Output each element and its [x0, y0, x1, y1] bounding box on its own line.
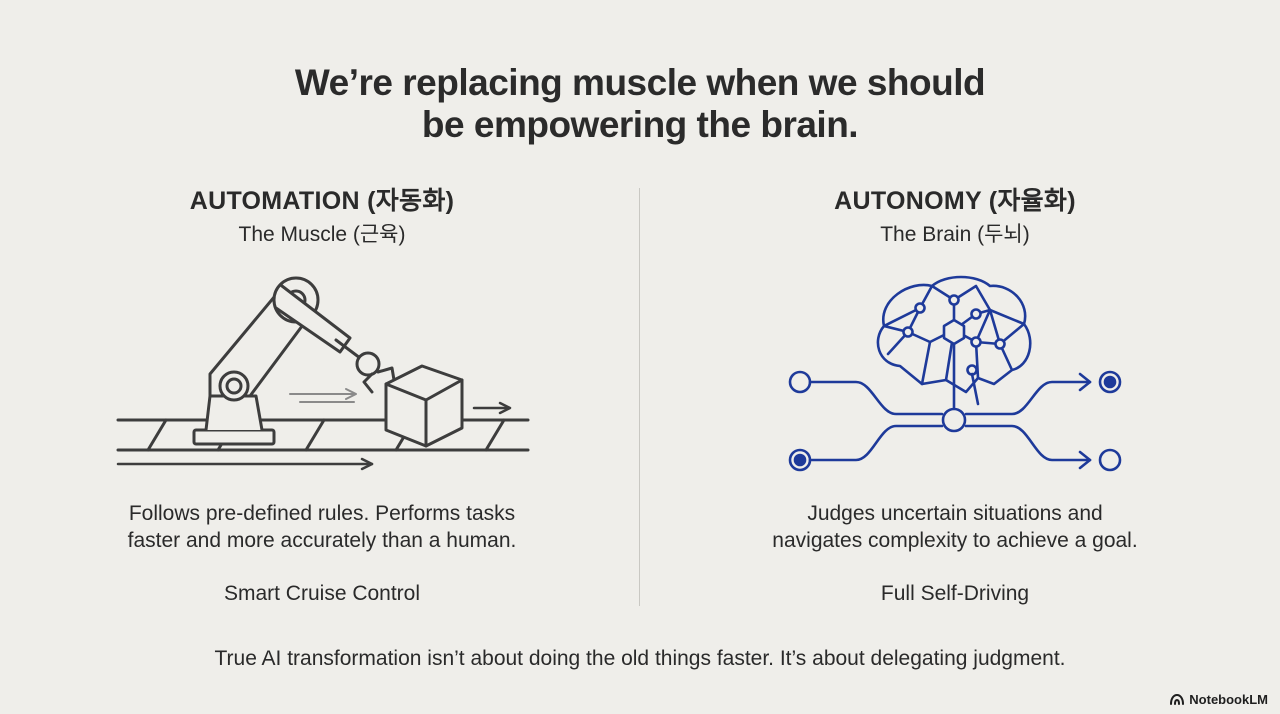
neural-brain-network-icon	[788, 275, 1122, 472]
autonomy-example: Full Self-Driving	[880, 582, 1030, 605]
robot-arm-conveyor-icon	[116, 276, 530, 471]
column-divider	[639, 188, 640, 606]
autonomy-heading: AUTONOMY (자율화)	[834, 187, 1076, 215]
automation-description: Follows pre-defined rules. Performs task…	[72, 500, 572, 554]
autonomy-description: Judges uncertain situations and navigate…	[705, 500, 1205, 554]
footer-statement: True AI transformation isn’t about doing…	[214, 647, 1066, 670]
autonomy-description-line-2: navigates complexity to achieve a goal.	[772, 529, 1138, 552]
title-line-2: be empowering the brain.	[421, 104, 859, 145]
autonomy-subheading: The Brain (두뇌)	[880, 223, 1030, 246]
automation-subheading: The Muscle (근육)	[238, 223, 406, 246]
page-title: We’re replacing muscle when we should be…	[0, 62, 1280, 146]
brand-watermark: NotebookLM	[1169, 690, 1268, 708]
autonomy-column: AUTONOMY (자율화) The Brain (두뇌)	[705, 186, 1205, 248]
automation-heading: AUTOMATION (자동화)	[189, 187, 455, 215]
brand-label: NotebookLM	[1189, 691, 1268, 707]
automation-example: Smart Cruise Control	[223, 582, 421, 605]
automation-description-line-2: faster and more accurately than a human.	[127, 529, 517, 552]
notebooklm-logo-icon	[1170, 693, 1185, 705]
automation-description-line-1: Follows pre-defined rules. Performs task…	[128, 502, 516, 525]
title-line-1: We’re replacing muscle when we should	[294, 62, 986, 103]
automation-column: AUTOMATION (자동화) The Muscle (근육)	[72, 186, 572, 248]
autonomy-description-line-1: Judges uncertain situations and	[807, 502, 1103, 525]
